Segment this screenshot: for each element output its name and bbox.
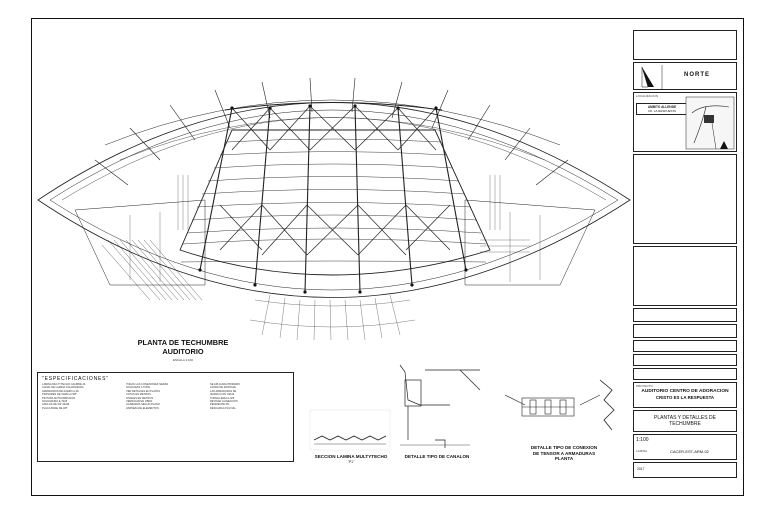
spec-line: COTAS EN METROS: [126, 393, 151, 397]
spec-line: DESCARGA PLUVIAL: [210, 406, 236, 410]
detail-tensor-line3: PLANTA: [554, 456, 574, 462]
info-row: [633, 308, 737, 322]
location-line1: AMBITO ALLENDE: [647, 105, 677, 109]
info-row: [633, 340, 737, 352]
drawing-title-line1: PLANTAS Y DETALLES DE: [654, 415, 716, 421]
spec-line: SE APLICARA PRIMARIO: [210, 383, 241, 386]
spec-line: TODAS LAS CONEXIONES SERAN: [126, 383, 169, 386]
detail-lamina-sub: "P1": [347, 459, 355, 464]
scale-value: 1:100: [636, 437, 649, 443]
spec-line: LAMINA MULTYTECHO CALIBRE 24: [42, 383, 86, 386]
plan-title: PLANTA DE TECHUMBRE AUDITORIO: [127, 338, 239, 356]
plan-title-line1: PLANTA DE TECHUMBRE: [137, 338, 229, 347]
spec-line: LIMPIEZA DE ELEMENTOS: [126, 406, 159, 410]
notes-block: [633, 246, 737, 306]
sheet-label: LAMINA: [636, 449, 648, 453]
info-row: [633, 324, 737, 338]
spec-line: PINTURA ANTICORROSIVA: [42, 396, 76, 400]
drawing-title-block: PLANTAS Y DETALLES DE TECHUMBRE: [633, 410, 737, 432]
plan-title-line2: AUDITORIO: [162, 347, 204, 356]
north-block: NORTE: [633, 62, 737, 90]
spec-line: ANTES DE MONTAJE: [210, 386, 236, 390]
spec-column-3: SE APLICARA PRIMARIO ANTES DE MONTAJE LA…: [210, 383, 292, 410]
detail-tensor-line1: DETALLE TIPO DE CONEXION: [530, 445, 598, 450]
spec-line: VER DETALLES EN PLANTA: [126, 389, 161, 393]
title-block: NORTE LOCALIZACION AMBITO ALLENDE CD. LA…: [633, 30, 739, 490]
spec-line: TORNILLERIA A-325: [210, 396, 235, 400]
spec-column-1: LAMINA MULTYTECHO CALIBRE 24 CANAL DE LA…: [42, 383, 124, 410]
project-name: AUDITORIO CENTRO DE ADORACION: [641, 389, 729, 394]
project-block: PROYECTO AUDITORIO CENTRO DE ADORACION C…: [633, 382, 737, 408]
detail-canalon-label: DETALLE TIPO DE CANALON: [404, 454, 470, 459]
north-arrow-icon: [641, 65, 663, 89]
drawing-code: CACER-EST-ARM-02: [670, 449, 709, 454]
date-value: 2017: [637, 467, 645, 471]
spec-line: IZARAN CON GRUA: [210, 393, 235, 397]
drawing-title-line2: TECHUMBRE: [669, 421, 701, 427]
detail-lamina-title: SECCION LAMINA MULTYTECHO: [314, 454, 388, 459]
detail-tensor-line2: DE TENSOR A ARMADURAS: [532, 450, 596, 456]
sheet-border: [31, 18, 744, 496]
specifications-title: "ESPECIFICACIONES": [42, 376, 109, 382]
spec-line: VERIFICAR EN OBRA: [126, 400, 153, 404]
date-block: 2017: [633, 462, 737, 478]
location-line2: CD. LA RESPUESTA: [647, 109, 677, 113]
scale-code-block: 1:100 LAMINA CACER-EST-ARM-02: [633, 434, 737, 460]
detail-tensor-label: DETALLE TIPO DE CONEXION DE TENSOR A ARM…: [510, 445, 618, 462]
location-map: [685, 96, 735, 150]
info-row: [633, 354, 737, 366]
project-subname: CRISTO ES LA RESPUESTA: [655, 395, 715, 400]
spec-line: CANAL DE LAMINA GALVANIZADA: [42, 386, 84, 390]
spec-line: LAS ARMADURAS SE: [210, 389, 237, 393]
spec-line: PENDIENTE 5%: [210, 403, 230, 407]
specifications-box: "ESPECIFICACIONES" LAMINA MULTYTECHO CAL…: [37, 372, 294, 462]
spec-line: ACABADOS SEGUN PLANO: [126, 403, 160, 407]
spec-line: REVISAR ALINEACION: [210, 400, 238, 404]
spec-line: ANCLAS DE 3/4" DIAM.: [42, 403, 70, 407]
spec-column-2: TODAS LAS CONEXIONES SERAN SOLDADAS A TO…: [126, 383, 208, 410]
plan-scale: ESCALA 1:100: [172, 358, 193, 362]
spec-line: SOLDADURA E-7018: [42, 400, 68, 404]
location-block: LOCALIZACION AMBITO ALLENDE CD. LA RESPU…: [633, 92, 737, 152]
location-label: LOCALIZACION: [636, 94, 659, 98]
title-block-header: [633, 30, 737, 60]
project-label: PROYECTO: [636, 384, 653, 388]
legend-block: [633, 154, 737, 244]
spec-line: SOLDADAS A TOPE: [126, 386, 150, 390]
spec-line: PLACA BASE DE 3/8": [42, 406, 68, 410]
north-label: NORTE: [684, 72, 710, 78]
info-row: [633, 368, 737, 380]
spec-line: ARMADURAS DE ACERO A-36: [42, 389, 79, 393]
spec-line: NIVELES EN METROS: [126, 396, 154, 400]
detail-lamina-label: SECCION LAMINA MULTYTECHO "P1": [306, 454, 396, 465]
spec-line: TENSORES DE VARILLA 5/8": [42, 393, 77, 397]
